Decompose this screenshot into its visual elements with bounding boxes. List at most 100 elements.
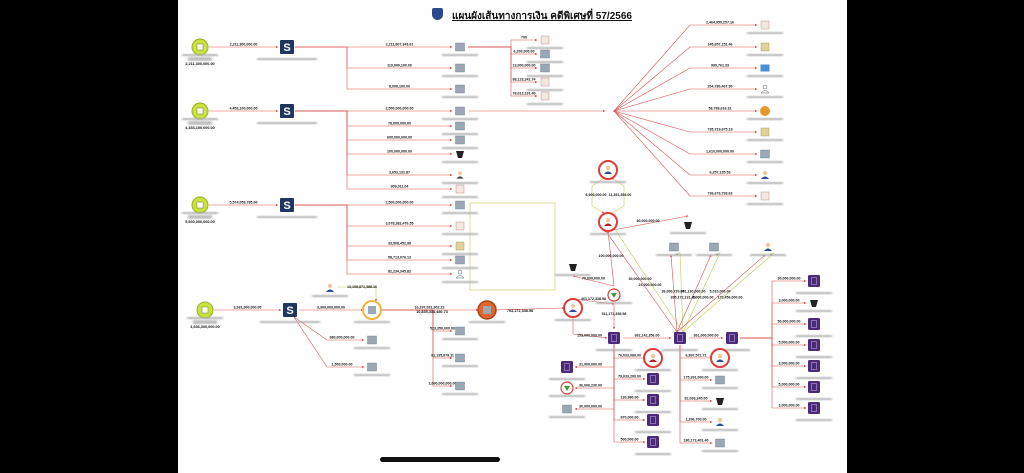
src2-node[interactable] [182,102,218,121]
d3-node[interactable] [702,398,738,411]
g1-node[interactable] [596,288,632,305]
a4-node[interactable] [635,414,671,434]
b9-node[interactable] [442,184,478,199]
t1-node[interactable] [527,35,563,50]
bk1-node[interactable] [656,242,692,257]
b10-node[interactable] [442,200,478,215]
pC-node[interactable] [714,332,750,352]
t3-node[interactable] [527,63,563,78]
b18-node[interactable] [442,353,478,368]
b8-node[interactable] [442,171,478,185]
r6-node[interactable] [747,127,783,142]
r7-node[interactable] [747,149,783,164]
l1-node[interactable] [549,361,585,381]
home-indicator[interactable] [380,457,500,462]
l2-node[interactable] [549,381,585,398]
a3-node[interactable] [635,394,671,414]
person-body-icon [326,289,334,292]
d2-node[interactable] [702,375,738,390]
a1-node[interactable] [635,348,671,372]
flow-edge [607,215,689,232]
r9-node[interactable] [747,191,783,206]
r1-node[interactable] [747,20,783,35]
company-s-glyph: S [283,200,290,212]
src4-node[interactable] [187,301,223,320]
flow-edge [613,23,758,112]
q4-node[interactable] [796,339,832,359]
q1-node[interactable] [796,275,832,295]
b6-node[interactable] [442,135,478,150]
redacted-label [442,147,478,150]
q2-node[interactable] [796,300,832,313]
a2-node[interactable] [635,373,671,393]
bk2-node[interactable] [696,242,732,257]
src3-node[interactable] [182,196,218,215]
b5-node[interactable] [442,121,478,136]
edge-amount-label: 700 [521,36,527,40]
a5-node[interactable] [635,436,671,456]
c3-node[interactable]: S [257,198,317,219]
document-icon [201,306,209,314]
c2-node[interactable]: S [257,104,317,125]
diagram-sheet [178,0,847,473]
q5-node[interactable] [796,360,832,380]
edge-amount-label: 5,010,000.00 [710,290,731,294]
p1-node[interactable] [312,283,348,298]
src1-node[interactable] [182,38,218,57]
q3-node[interactable] [796,318,832,338]
b4-node[interactable] [442,106,478,121]
c1-node[interactable]: S [257,40,317,61]
b1-node[interactable] [442,42,478,57]
b19-node[interactable] [442,381,478,396]
m3-node[interactable] [750,242,786,257]
redacted-label [796,310,832,313]
redacted-label [747,139,783,142]
b17-node[interactable] [442,326,478,341]
b2-node[interactable] [442,63,478,78]
w1-node[interactable] [590,212,626,236]
b15-node[interactable] [354,335,390,350]
m2-node[interactable] [555,298,591,322]
r2-node[interactable] [747,42,783,57]
edge-amount-label: 1,500,000.00 [332,363,353,367]
bank-account-icon [669,242,679,252]
flow-edge [295,110,453,142]
r8-node[interactable] [747,170,783,185]
q6-node[interactable] [796,381,832,401]
t4-node[interactable] [527,77,563,92]
book-glyph [650,438,656,446]
m1-node[interactable] [590,160,626,184]
pA-node[interactable] [596,332,632,352]
t5-node[interactable] [527,91,563,106]
b3-node[interactable] [442,84,478,99]
b16-node[interactable] [354,362,390,377]
hat-node[interactable] [555,264,591,277]
r5-node[interactable] [747,106,783,121]
d5-node[interactable] [702,438,738,453]
ob-node[interactable] [469,300,505,324]
l3-node[interactable] [549,404,585,419]
edge-amount-label: 33,508,452.98 [388,242,411,246]
b13-node[interactable] [442,255,478,270]
flow-edge [295,204,453,228]
hub-node[interactable] [613,110,615,112]
pB-node[interactable] [662,332,698,352]
flow-edge [679,345,713,445]
yb-node[interactable] [354,300,390,324]
q7-node[interactable] [796,402,832,422]
b11-node[interactable] [442,221,478,236]
d1-node[interactable] [702,348,738,372]
edge-amount-label: 3,000,000.00 [779,404,800,408]
d4-node[interactable] [702,417,738,432]
account-book-icon [647,414,659,426]
flow-edge [613,66,758,112]
b12-node[interactable] [442,241,478,256]
b7-node[interactable] [442,151,478,164]
r3-node[interactable] [747,64,783,78]
b14-node[interactable] [442,269,478,284]
t2-node[interactable] [527,49,563,64]
c4-node[interactable]: S [260,303,320,324]
x1-node[interactable] [670,222,706,235]
r4-node[interactable] [747,84,783,99]
bank-account-icon [455,63,465,73]
